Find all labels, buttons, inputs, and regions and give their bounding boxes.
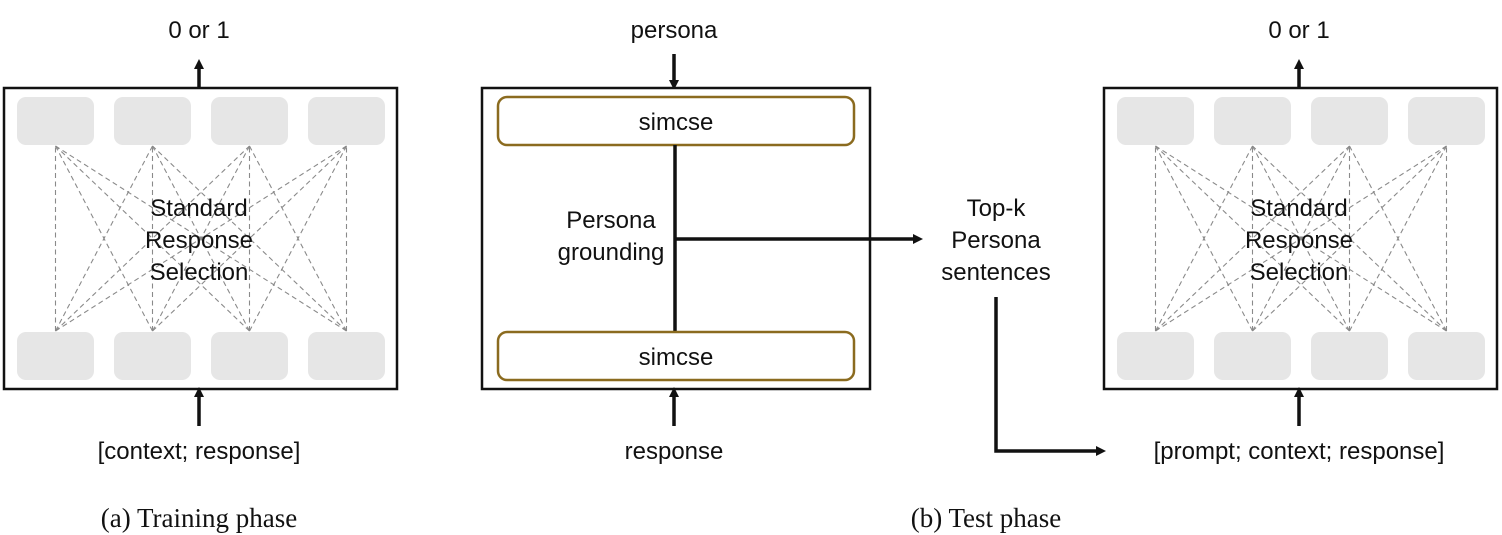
training-top-cells xyxy=(17,97,385,145)
dense-connection-line xyxy=(1155,145,1447,332)
test-bottom-cell xyxy=(1117,332,1194,380)
dense-connection-line xyxy=(1155,145,1253,332)
grounding-top-encoder-label: simcse xyxy=(639,109,714,136)
training-top-cell xyxy=(211,97,288,145)
dense-connection-line xyxy=(152,145,347,332)
training-model-label-line1: Standard xyxy=(150,195,247,222)
grounding-bottom-encoder-label: simcse xyxy=(639,344,714,371)
training-bottom-cell xyxy=(308,332,385,380)
training-panel: 0 or 1 Standard Response Selection [cont… xyxy=(2,17,399,533)
test-panel: 0 or 1 Standard Response Selection [prom… xyxy=(911,17,1499,533)
test-top-cells xyxy=(1117,97,1485,145)
test-top-cell xyxy=(1117,97,1194,145)
training-top-cell xyxy=(17,97,94,145)
dense-connection-line xyxy=(55,145,250,332)
test-top-cell xyxy=(1408,97,1485,145)
topk-label-line1: Top-k xyxy=(967,195,1027,222)
test-caption: (b) Test phase xyxy=(911,503,1062,533)
test-output-label: 0 or 1 xyxy=(1268,17,1329,44)
test-dense-connections xyxy=(1154,145,1448,332)
training-dense-connections xyxy=(54,145,348,332)
dense-connection-line xyxy=(1155,145,1350,332)
dense-connection-line xyxy=(249,145,347,332)
dense-connection-line xyxy=(1252,145,1447,332)
topk-to-prompt-arrow xyxy=(994,297,1106,456)
grounding-process-label-line1: Persona xyxy=(566,207,656,234)
training-output-label: 0 or 1 xyxy=(168,17,229,44)
training-model-label-line3: Selection xyxy=(150,259,249,286)
topk-label-line2: Persona xyxy=(951,227,1041,254)
test-bottom-cell xyxy=(1408,332,1485,380)
training-bottom-cell xyxy=(211,332,288,380)
dense-connection-line xyxy=(1252,145,1447,332)
training-top-cell xyxy=(308,97,385,145)
test-top-cell xyxy=(1214,97,1291,145)
test-model-label-line2: Response xyxy=(1245,227,1353,254)
grounding-process-label-line2: grounding xyxy=(558,239,665,266)
training-bottom-cell xyxy=(17,332,94,380)
test-top-cell xyxy=(1311,97,1388,145)
training-top-cell xyxy=(114,97,191,145)
grounding-bottom-encoder xyxy=(496,330,856,382)
topk-node: Top-k Persona sentences xyxy=(941,195,1106,456)
topk-label-line3: sentences xyxy=(941,259,1050,286)
dense-connection-line xyxy=(55,145,347,332)
training-model-label-line2: Response xyxy=(145,227,253,254)
test-input-label: [prompt; context; response] xyxy=(1154,438,1445,465)
dense-connection-line xyxy=(55,145,153,332)
test-bottom-cell xyxy=(1214,332,1291,380)
training-input-label: [context; response] xyxy=(98,438,301,465)
training-bottom-cell xyxy=(114,332,191,380)
grounding-bottom-input-label: response xyxy=(625,438,724,465)
grounding-top-input-label: persona xyxy=(631,17,718,44)
dense-connection-line xyxy=(1349,145,1447,332)
training-caption: (a) Training phase xyxy=(101,503,297,533)
test-model-label-line3: Selection xyxy=(1250,259,1349,286)
test-bottom-cell xyxy=(1311,332,1388,380)
test-bottom-cells xyxy=(1117,332,1485,380)
dense-connection-line xyxy=(1155,145,1350,332)
grounding-panel: persona simcse Persona grounding simcse … xyxy=(480,17,923,465)
dense-connection-line xyxy=(152,145,347,332)
training-bottom-cells xyxy=(17,332,385,380)
test-model-label-line1: Standard xyxy=(1250,195,1347,222)
dense-connection-line xyxy=(55,145,250,332)
